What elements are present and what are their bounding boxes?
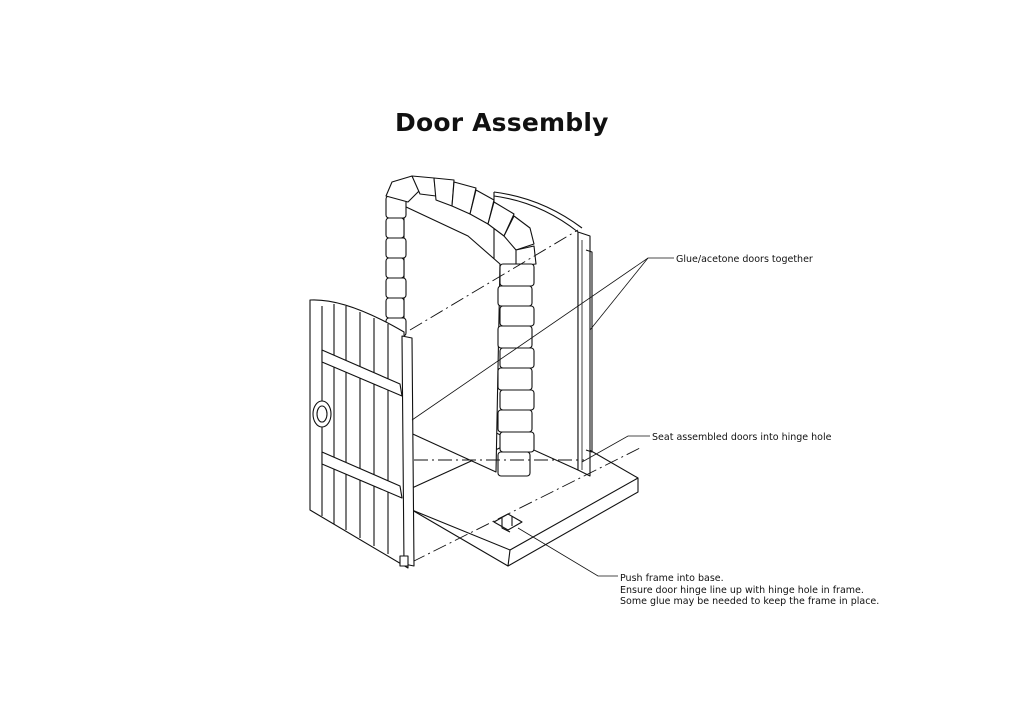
front-door [309, 299, 415, 569]
glue-note: Glue/acetone doors together [676, 254, 813, 265]
arch-top [385, 175, 537, 267]
arch-left-column [385, 195, 407, 337]
seat-note: Seat assembled doors into hinge hole [652, 432, 832, 443]
push-frame-note: Push frame into base. Ensure door hinge … [620, 573, 879, 608]
assembly-center-lines [409, 229, 641, 563]
push-note-line-1: Push frame into base. [620, 573, 724, 584]
arch-right-column [497, 263, 535, 477]
page-title: Door Assembly [395, 108, 609, 137]
door-ring-handle [312, 400, 332, 428]
push-note-line-3: Some glue may be needed to keep the fram… [620, 596, 880, 607]
frame-panel [403, 205, 501, 473]
push-note-line-2: Ensure door hinge line up with hinge hol… [620, 584, 864, 596]
leader-lines [411, 257, 674, 577]
